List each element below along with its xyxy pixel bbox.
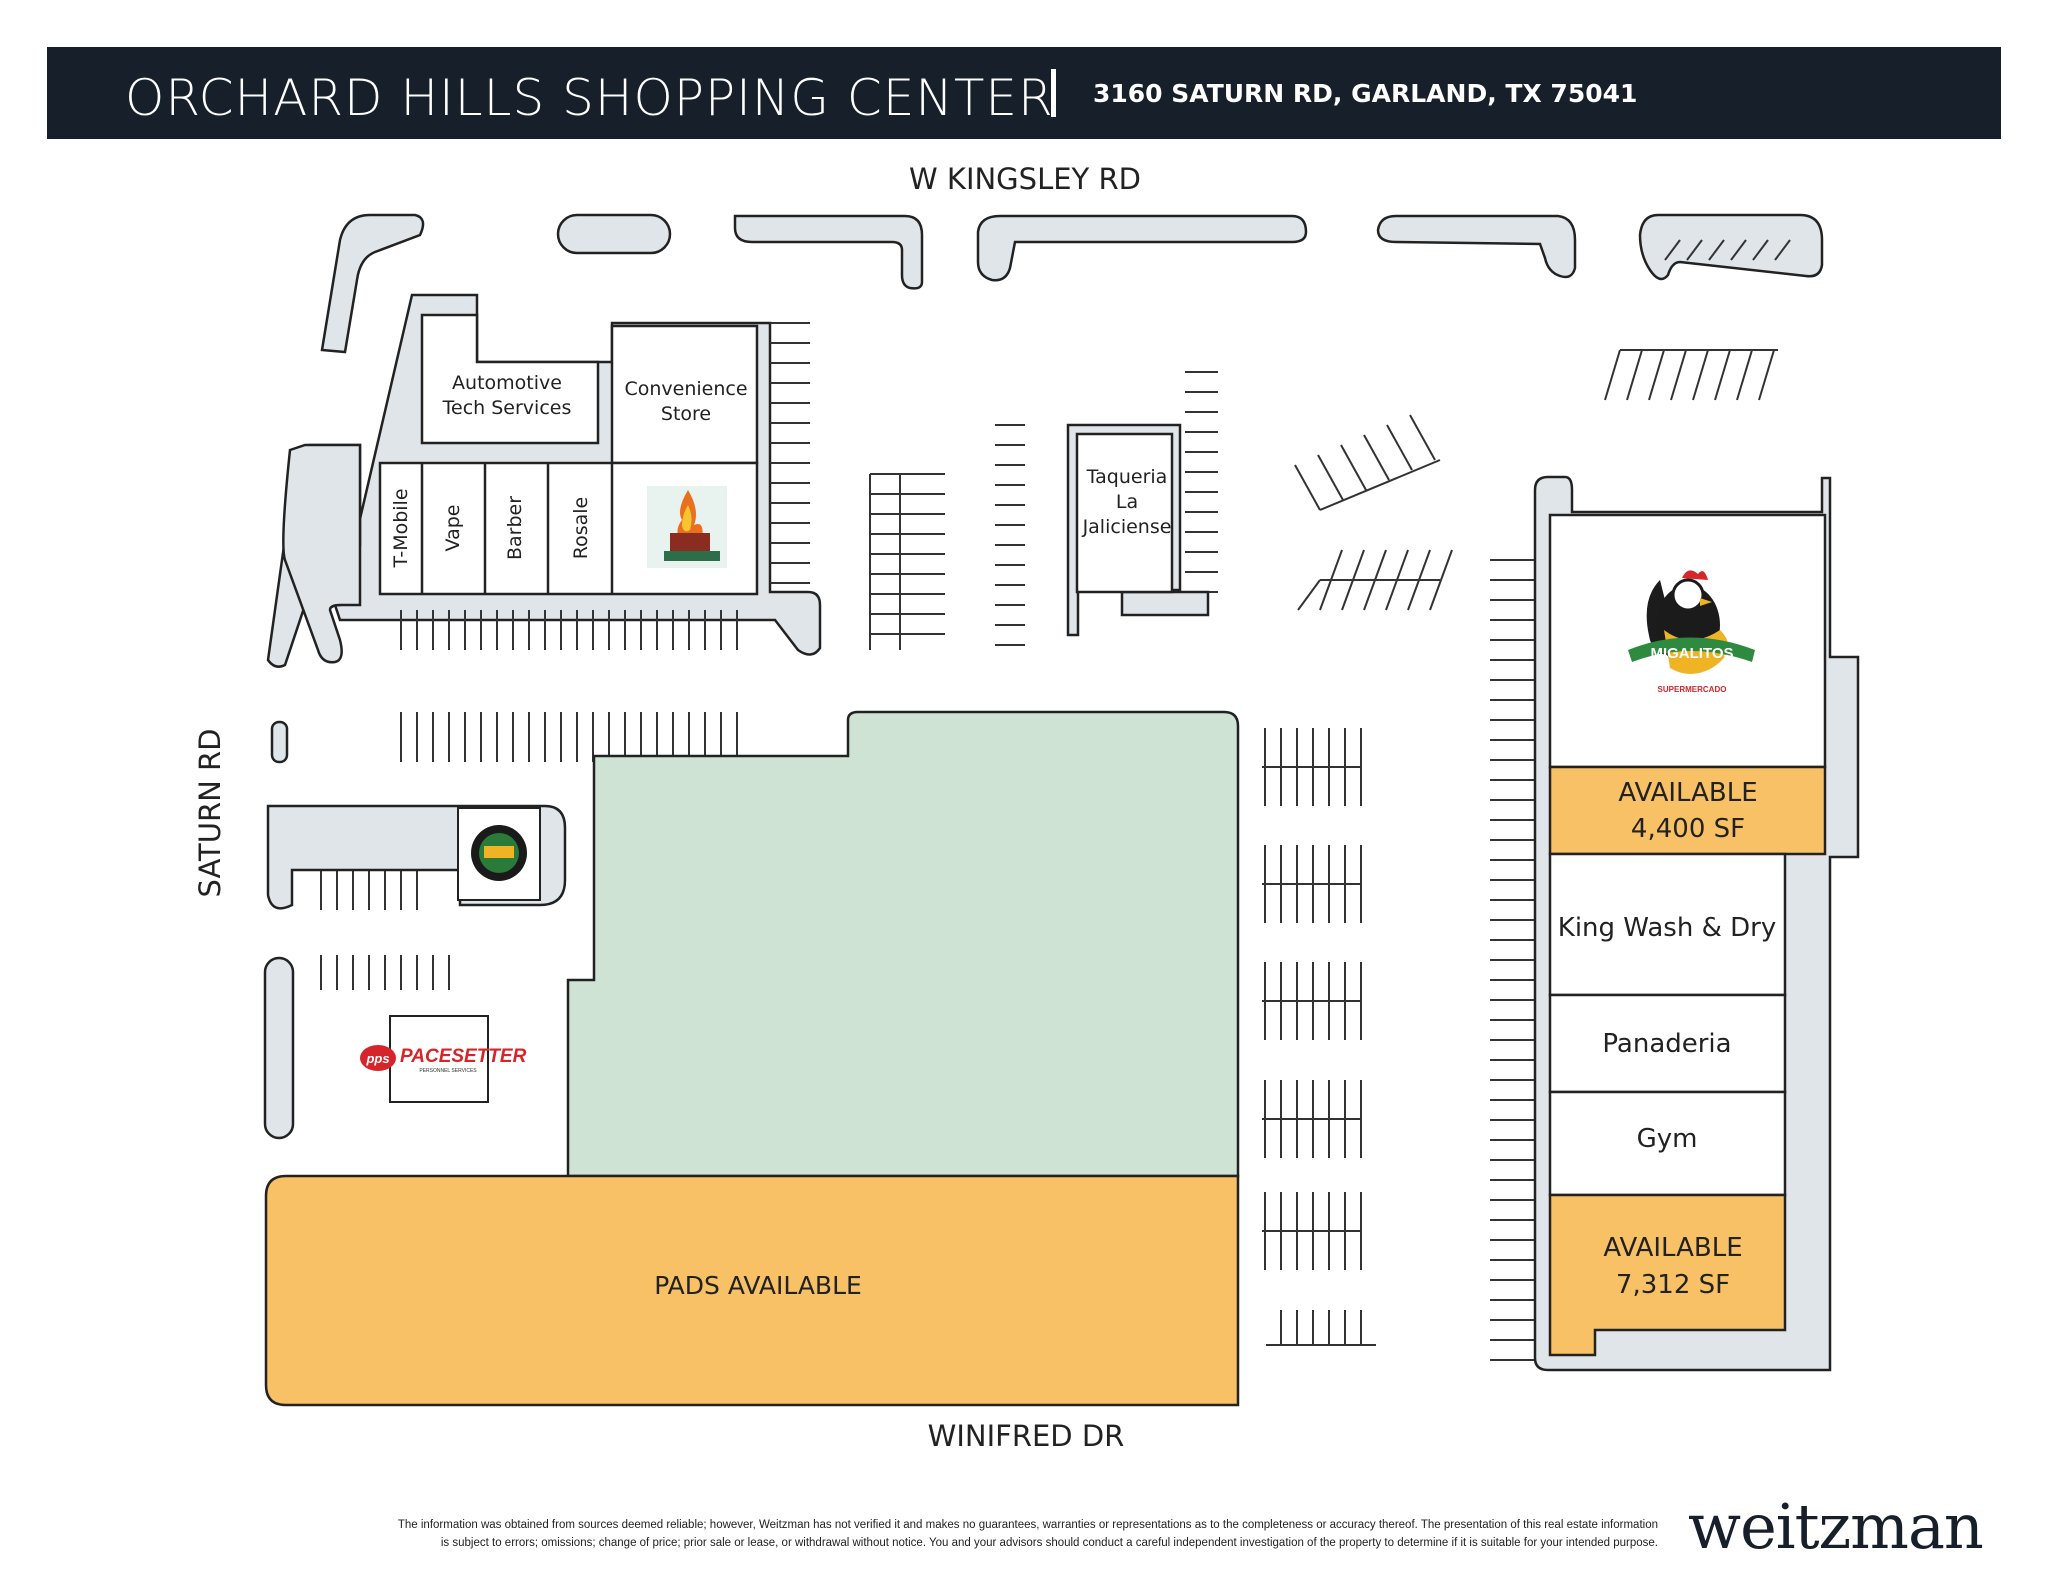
label-panaderia: Panaderia [1602, 1029, 1731, 1059]
label-taqueria-1: Taqueria [1086, 466, 1168, 488]
label-gym: Gym [1637, 1124, 1698, 1154]
disclaimer-line-1: The information was obtained from source… [397, 1519, 1658, 1531]
label-available-b-2: 7,312 SF [1616, 1270, 1730, 1300]
taqueria-labels: Taqueria La Jaliciense [1082, 466, 1172, 538]
east-building [1533, 475, 1860, 1372]
label-available-a-1: AVAILABLE [1618, 778, 1757, 808]
title-separator [1051, 69, 1056, 117]
pacesetter-sub: PERSONNEL SERVICES [419, 1068, 477, 1074]
unit-convenience [610, 324, 759, 465]
weitzman-logo: weitzman [1688, 1490, 1984, 1563]
disclaimer: The information was obtained from source… [80, 1516, 1658, 1552]
label-automotive-2: Tech Services [442, 397, 572, 419]
property-address: 3160 SATURN RD, GARLAND, TX 75041 [1093, 79, 1638, 108]
label-vape: Vape [442, 505, 464, 552]
migalitos-sub: SUPERMERCADO [1658, 685, 1727, 694]
unit-panaderia [1548, 993, 1787, 1094]
label-tmobile: T-Mobile [390, 488, 412, 568]
unit-available-7312 [1548, 1193, 1787, 1357]
unit-automotive [420, 313, 600, 445]
pacesetter-logo: pps PACESETTER PERSONNEL SERVICES [360, 1045, 527, 1074]
pad-round-logo [471, 825, 527, 881]
migalitos-logo: MIGALITOS SUPERMERCADO [1628, 570, 1755, 694]
taqueria-building [1066, 423, 1210, 637]
label-taqueria-2: La [1116, 491, 1138, 513]
road-saturn: SATURN RD [193, 728, 227, 897]
page-title: ORCHARD HILLS SHOPPING CENTER [125, 69, 1054, 127]
restaurant-logo [647, 486, 727, 568]
pacesetter-name: PACESETTER [400, 1046, 527, 1067]
pacesetter-building [389, 1015, 489, 1103]
label-convenience-1: Convenience [624, 378, 747, 400]
label-available-b-1: AVAILABLE [1603, 1233, 1742, 1263]
east-labels: AVAILABLE 4,400 SF King Wash & Dry Panad… [1558, 778, 1776, 1300]
nw-tenant-labels: Automotive Tech Services Convenience Sto… [390, 372, 748, 569]
header-bar: ORCHARD HILLS SHOPPING CENTER 3160 SATUR… [47, 47, 2001, 139]
label-rosale: Rosale [570, 497, 592, 559]
parking-angled-center [1294, 414, 1453, 611]
label-barber: Barber [504, 496, 526, 560]
parking-angled-ne [1604, 239, 1791, 401]
label-convenience-2: Store [661, 403, 711, 425]
curb-islands-north [320, 213, 1824, 354]
label-king-wash: King Wash & Dry [1558, 913, 1776, 943]
migalitos-wordmark: MIGALITOS [1650, 645, 1733, 662]
pacesetter-badge: pps [365, 1051, 389, 1066]
road-w-kingsley: W KINGSLEY RD [909, 162, 1141, 196]
label-pads-available: PADS AVAILABLE [654, 1271, 862, 1300]
label-automotive-1: Automotive [452, 372, 562, 394]
pads-available-area [264, 1174, 1240, 1407]
disclaimer-line-2: is subject to errors; omissions; change … [440, 1537, 1658, 1549]
label-taqueria-3: Jaliciense [1082, 516, 1172, 538]
road-winifred: WINIFRED DR [928, 1419, 1125, 1453]
label-available-a-2: 4,400 SF [1631, 814, 1745, 844]
green-open-space [566, 710, 1240, 1178]
